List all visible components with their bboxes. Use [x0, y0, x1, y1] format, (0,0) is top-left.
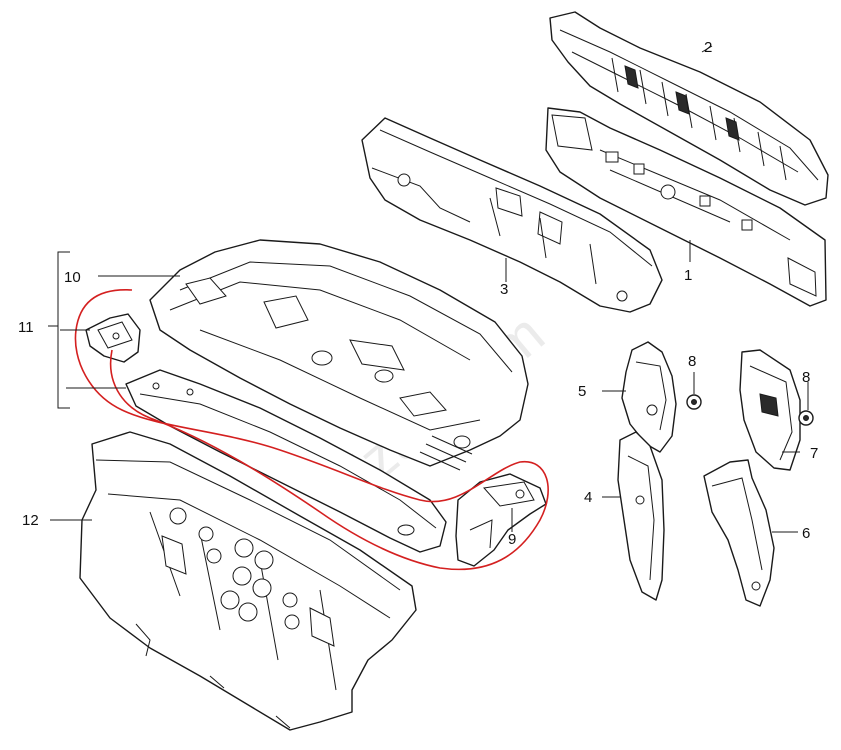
part-8-fastener-left[interactable]	[686, 394, 702, 410]
callouts: 2 1 3 10 11 12 5 4 8 8 7 6 9	[18, 39, 818, 548]
part-10-parcel-shelf[interactable]	[149, 239, 529, 471]
part-11-brace[interactable]	[125, 369, 447, 553]
callout-5: 5	[578, 383, 586, 400]
callout-8-right: 8	[802, 369, 810, 386]
part-7-side-panel[interactable]	[739, 349, 801, 471]
callout-4: 4	[584, 489, 592, 506]
callout-11: 11	[18, 319, 34, 336]
part-3-cross-member[interactable]	[361, 117, 663, 313]
callout-12: 12	[22, 512, 39, 529]
callout-9: 9	[508, 531, 516, 548]
red-markup-outline	[74, 289, 549, 571]
callout-10: 10	[64, 269, 81, 286]
part-11-bracket[interactable]	[85, 313, 141, 363]
part-5-side-member[interactable]	[621, 341, 677, 453]
callout-2: 2	[704, 39, 712, 56]
part-6-side-panel-lower[interactable]	[703, 459, 775, 607]
part-4-side-member-lower[interactable]	[617, 431, 665, 601]
callout-1: 1	[684, 267, 692, 284]
part-9-side-bracket[interactable]	[455, 473, 547, 567]
callout-8-left: 8	[688, 353, 696, 370]
leader-lines	[48, 45, 809, 533]
callout-7: 7	[810, 445, 818, 462]
callout-6: 6	[802, 525, 810, 542]
part-1-rear-panel[interactable]	[545, 107, 827, 307]
callout-3: 3	[500, 281, 508, 298]
part-8-fastener-right[interactable]	[798, 410, 814, 426]
part-12-rear-panel-lower[interactable]	[79, 431, 417, 731]
part-2-reinforcement[interactable]	[549, 11, 829, 206]
